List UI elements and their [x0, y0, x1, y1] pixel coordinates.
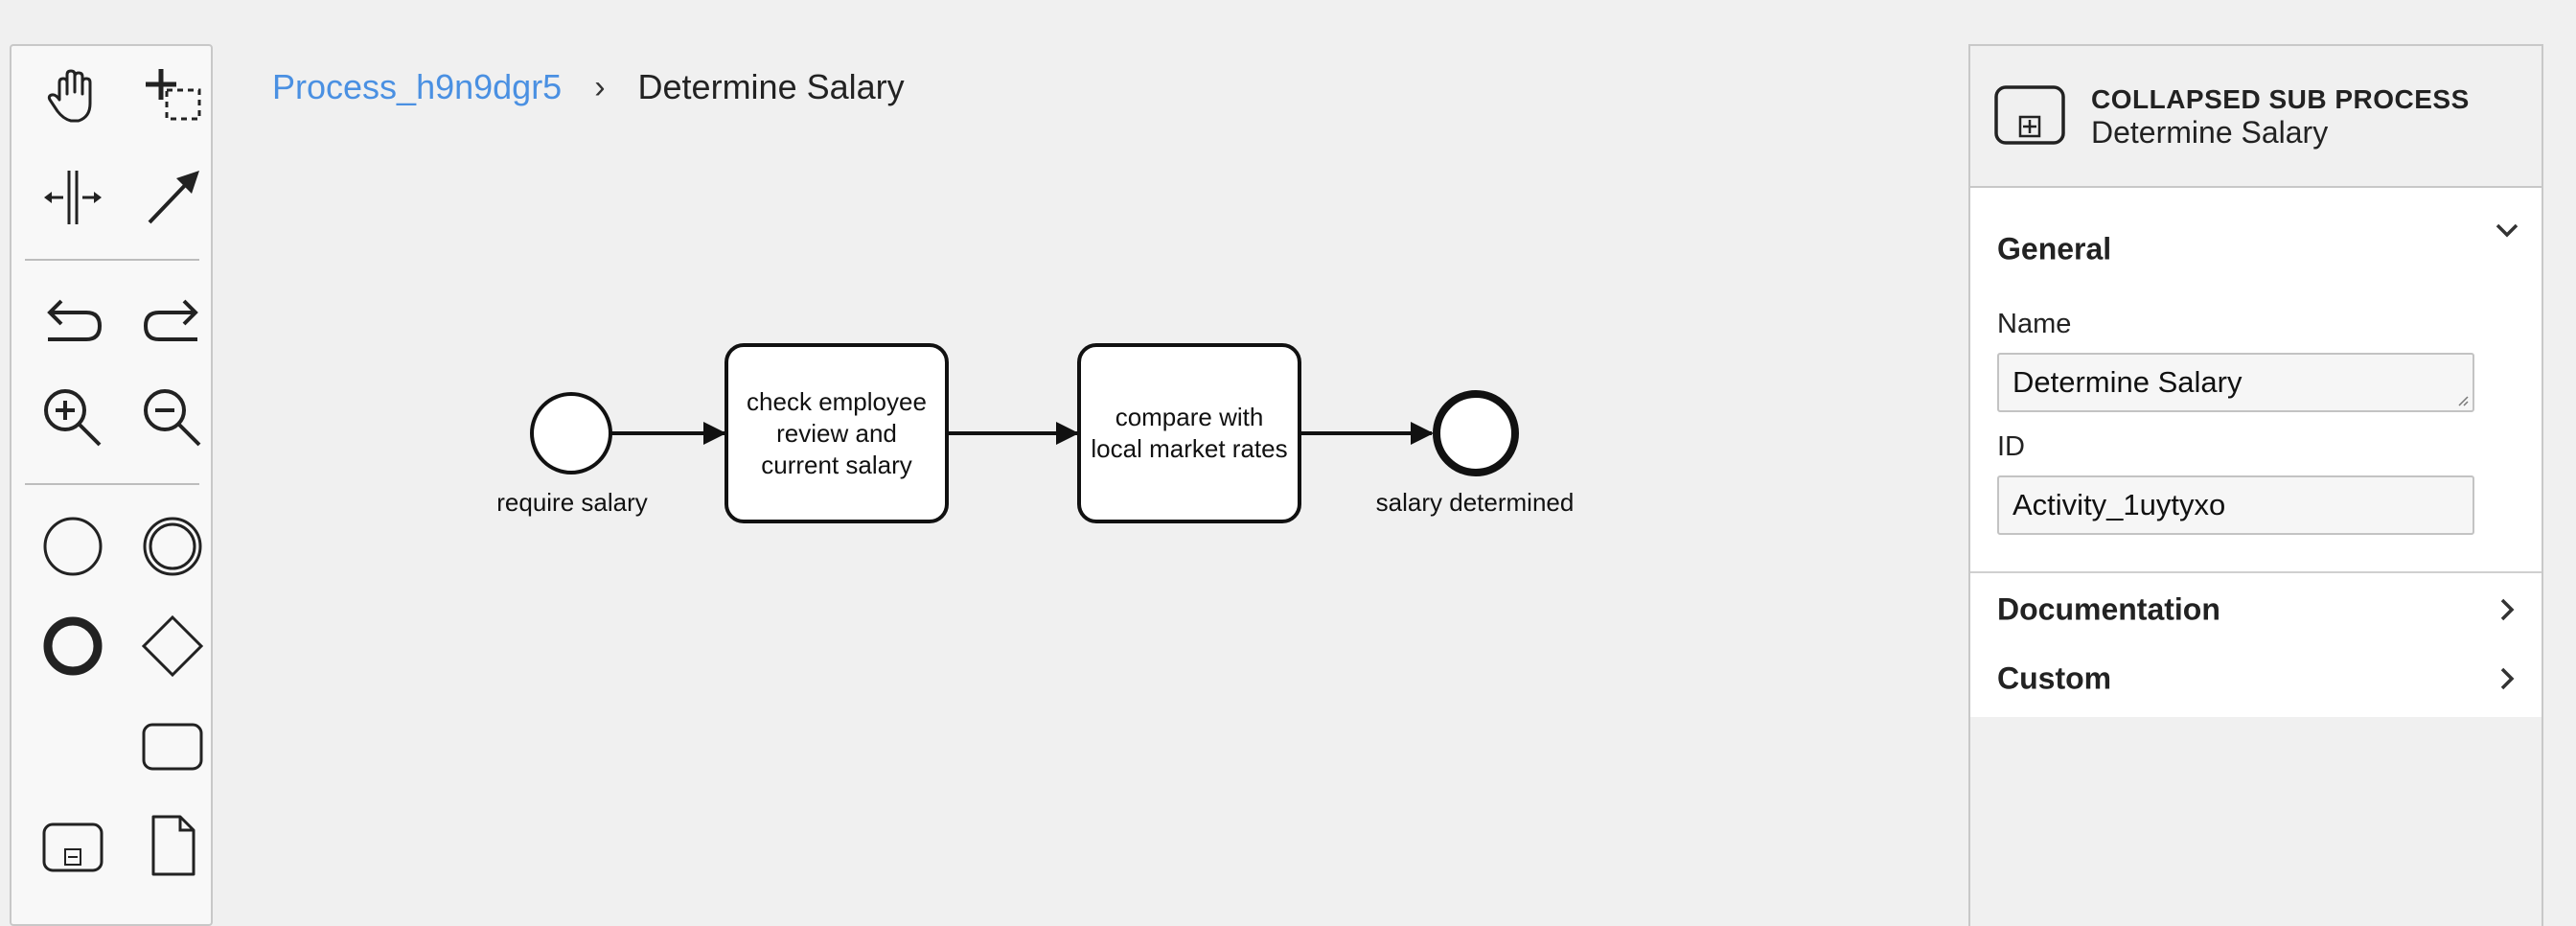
start-event[interactable] — [530, 392, 612, 475]
tool-palette — [10, 44, 213, 926]
create-start-event[interactable] — [33, 506, 113, 587]
id-label: ID — [1997, 431, 2025, 462]
hand-tool-icon — [47, 69, 92, 123]
end-event-label[interactable]: salary determined — [1375, 488, 1575, 517]
subprocess-expanded-icon — [42, 822, 104, 872]
intermediate-event-icon — [143, 517, 202, 576]
breadcrumb-process-link[interactable]: Process_h9n9dgr5 — [272, 67, 563, 106]
task-check-employee-review[interactable]: check employee review and current salary — [724, 343, 949, 523]
create-expanded-subprocess[interactable] — [33, 805, 113, 886]
start-event-icon — [43, 517, 103, 576]
zoom-out-icon — [144, 389, 201, 447]
create-task[interactable] — [132, 706, 213, 786]
diagram-canvas[interactable] — [0, 0, 1965, 913]
global-connect-icon — [148, 171, 199, 224]
gateway-icon — [141, 614, 204, 678]
group-general: General Name Determine Salary ID Activit… — [1970, 188, 2542, 573]
space-tool[interactable] — [33, 157, 113, 238]
zoom-in-icon — [44, 389, 102, 447]
chevron-right-icon[interactable] — [2494, 596, 2520, 623]
create-end-event[interactable] — [33, 606, 113, 686]
zoom-in-tool[interactable] — [33, 378, 113, 458]
breadcrumb-current: Determine Salary — [637, 67, 905, 106]
id-field[interactable]: Activity_1uytyxo — [1997, 475, 2474, 535]
lasso-tool[interactable] — [132, 56, 213, 136]
task-icon — [142, 723, 203, 771]
group-general-title[interactable]: General — [1997, 231, 2112, 266]
global-connect-tool[interactable] — [132, 157, 213, 238]
data-object-icon — [151, 815, 196, 876]
end-event[interactable] — [1433, 390, 1519, 476]
create-data-object[interactable] — [132, 805, 213, 886]
name-field[interactable]: Determine Salary — [1997, 353, 2474, 412]
group-documentation-title[interactable]: Documentation — [1997, 591, 2220, 627]
lasso-tool-icon — [146, 69, 201, 121]
breadcrumb: Process_h9n9dgr5 › Determine Salary — [272, 63, 905, 111]
name-field-value: Determine Salary — [2012, 365, 2242, 399]
task-compare-market-rates[interactable]: compare with local market rates — [1077, 343, 1301, 523]
space-tool-icon — [44, 171, 102, 224]
hand-tool[interactable] — [33, 56, 113, 136]
end-event-icon — [43, 616, 103, 676]
id-field-value: Activity_1uytyxo — [2012, 488, 2226, 521]
create-gateway[interactable] — [132, 606, 213, 686]
element-name: Determine Salary — [2091, 115, 2329, 150]
palette-separator — [25, 259, 199, 261]
properties-panel: COLLAPSED SUB PROCESS Determine Salary G… — [1968, 44, 2543, 926]
name-label: Name — [1997, 309, 2072, 339]
start-event-label[interactable]: require salary — [496, 488, 648, 517]
undo-tool[interactable] — [33, 282, 113, 362]
undo-icon — [47, 299, 103, 341]
collapsed-subprocess-icon — [1994, 85, 2065, 145]
zoom-out-tool[interactable] — [132, 378, 213, 458]
chevron-right-icon[interactable] — [2494, 665, 2520, 692]
create-intermediate-event[interactable] — [132, 506, 213, 587]
element-type: COLLAPSED SUB PROCESS — [2091, 84, 2470, 114]
palette-separator — [25, 483, 199, 485]
panel-header: COLLAPSED SUB PROCESS Determine Salary — [1970, 46, 2542, 188]
group-collapsed-sections: Documentation Custom — [1970, 573, 2542, 717]
resize-handle-icon[interactable] — [2455, 393, 2469, 406]
redo-tool[interactable] — [132, 282, 213, 362]
redo-icon — [143, 299, 198, 341]
chevron-down-icon[interactable] — [2494, 217, 2520, 243]
group-custom-title[interactable]: Custom — [1997, 660, 2112, 696]
breadcrumb-separator: › — [594, 68, 606, 105]
